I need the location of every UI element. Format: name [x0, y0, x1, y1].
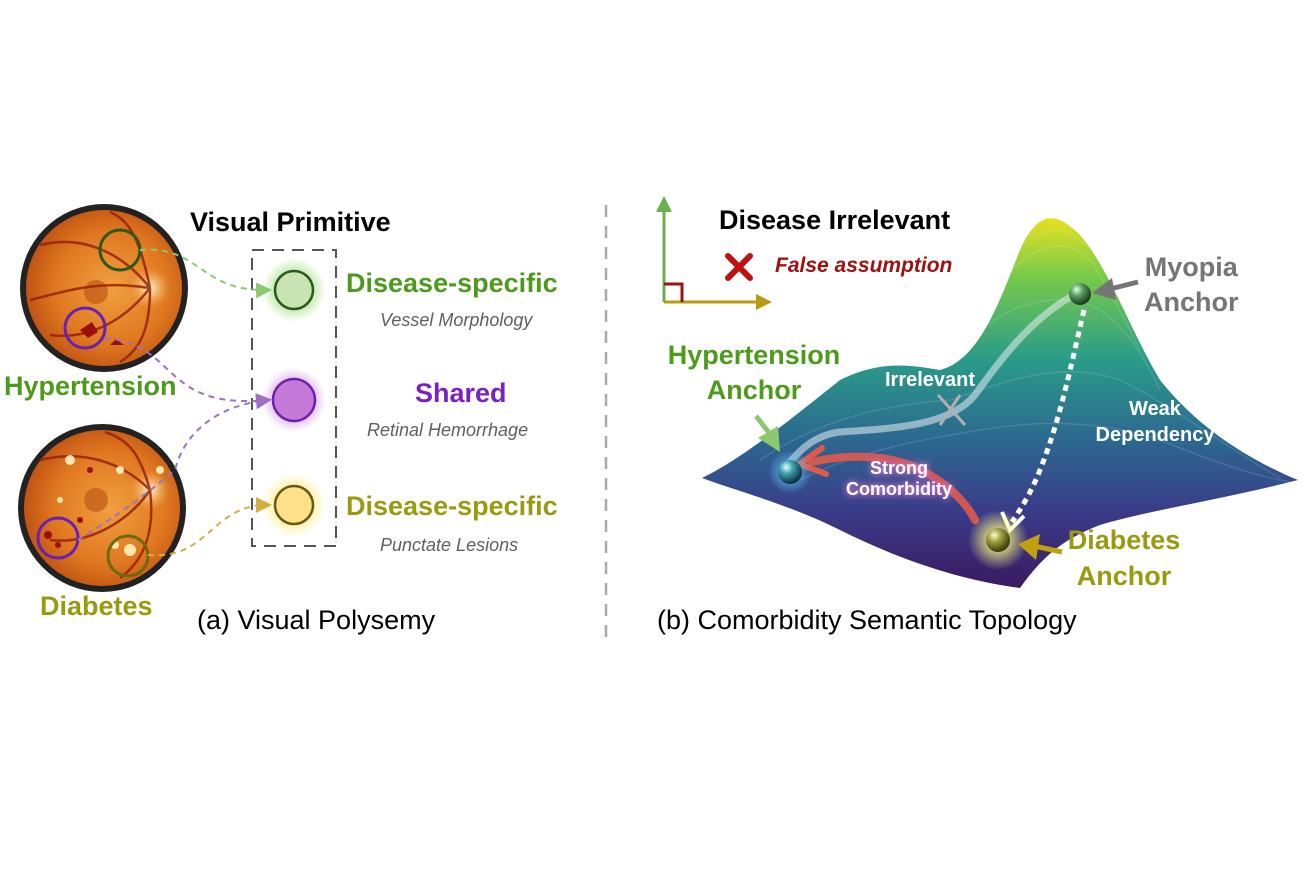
strong-comorbidity-line1: Strong [870, 458, 928, 478]
orthogonal-axes-icon [656, 196, 772, 310]
myopia-anchor-line2: Anchor [1144, 287, 1239, 317]
irrelevant-label: Irrelevant [885, 369, 976, 391]
primitive-hemorrhage-subtitle: Retinal Hemorrhage [367, 420, 529, 440]
primitive-punctate-title: Disease-specific [346, 491, 558, 521]
diabetes-anchor-line2: Anchor [1076, 561, 1172, 591]
primitive-vessel [262, 258, 326, 322]
cross-icon [725, 253, 753, 281]
hemorrhage-marker-bottom [36, 516, 80, 560]
fundus-diabetes [18, 424, 186, 592]
primitive-box [251, 249, 337, 547]
label-diabetes: Diabetes [40, 591, 153, 621]
caption-b: (b) Comorbidity Semantic Topology [657, 605, 1077, 635]
weak-dependency-path [1009, 309, 1087, 524]
weak-dependency-label: Weak Dependency [1080, 396, 1230, 448]
irrelevant-path [786, 292, 1076, 466]
myopia-anchor-sphere [1069, 283, 1091, 305]
irrelevant-cross [936, 393, 967, 427]
hypertension-pointer-arrow [754, 414, 780, 452]
diabetes-anchor-sphere [968, 510, 1028, 570]
connector-hemorrhage-top [104, 337, 272, 410]
strong-comorbidity-line2: Comorbidity [846, 479, 952, 499]
primitive-hemorrhage [262, 368, 326, 432]
fundus-hypertension [20, 204, 188, 372]
hemorrhage-marker-top [63, 306, 107, 350]
legend-title: Disease Irrelevant [719, 205, 951, 235]
diabetes-pointer-arrow [1018, 534, 1063, 560]
primitive-vessel-title: Disease-specific [346, 268, 558, 298]
legend-false-label: False assumption [775, 254, 953, 277]
semantic-terrain [702, 218, 1298, 588]
primitive-vessel-subtitle: Vessel Morphology [380, 310, 533, 330]
connector-vessel [139, 248, 272, 299]
hypertension-anchor-line2: Anchor [706, 375, 802, 405]
strong-comorbidity-label: Strong Comorbidity [826, 458, 972, 500]
box-title: Visual Primitive [190, 207, 391, 237]
diabetes-anchor-label: Diabetes Anchor [1058, 522, 1190, 594]
primitive-punctate [262, 473, 326, 537]
hypertension-anchor-line1: Hypertension [667, 340, 841, 370]
myopia-anchor-line1: Myopia [1144, 252, 1238, 282]
hypertension-anchor-sphere [768, 450, 812, 494]
connector-hemorrhage-bottom [77, 393, 272, 541]
connector-punctate [147, 497, 272, 557]
myopia-anchor-label: Myopia Anchor [1144, 250, 1239, 320]
hypertension-anchor-label: Hypertension Anchor [656, 338, 852, 408]
diabetes-anchor-line1: Diabetes [1067, 525, 1181, 555]
weak-dependency-line1: Weak [1129, 398, 1181, 420]
strong-comorbidity-path [808, 452, 979, 524]
primitive-punctate-subtitle: Punctate Lesions [380, 535, 519, 555]
caption-a: (a) Visual Polysemy [197, 605, 436, 635]
myopia-pointer-arrow [1092, 278, 1139, 300]
primitive-hemorrhage-title: Shared [415, 378, 507, 408]
weak-dependency-line2: Dependency [1095, 424, 1215, 446]
label-hypertension: Hypertension [4, 371, 177, 401]
